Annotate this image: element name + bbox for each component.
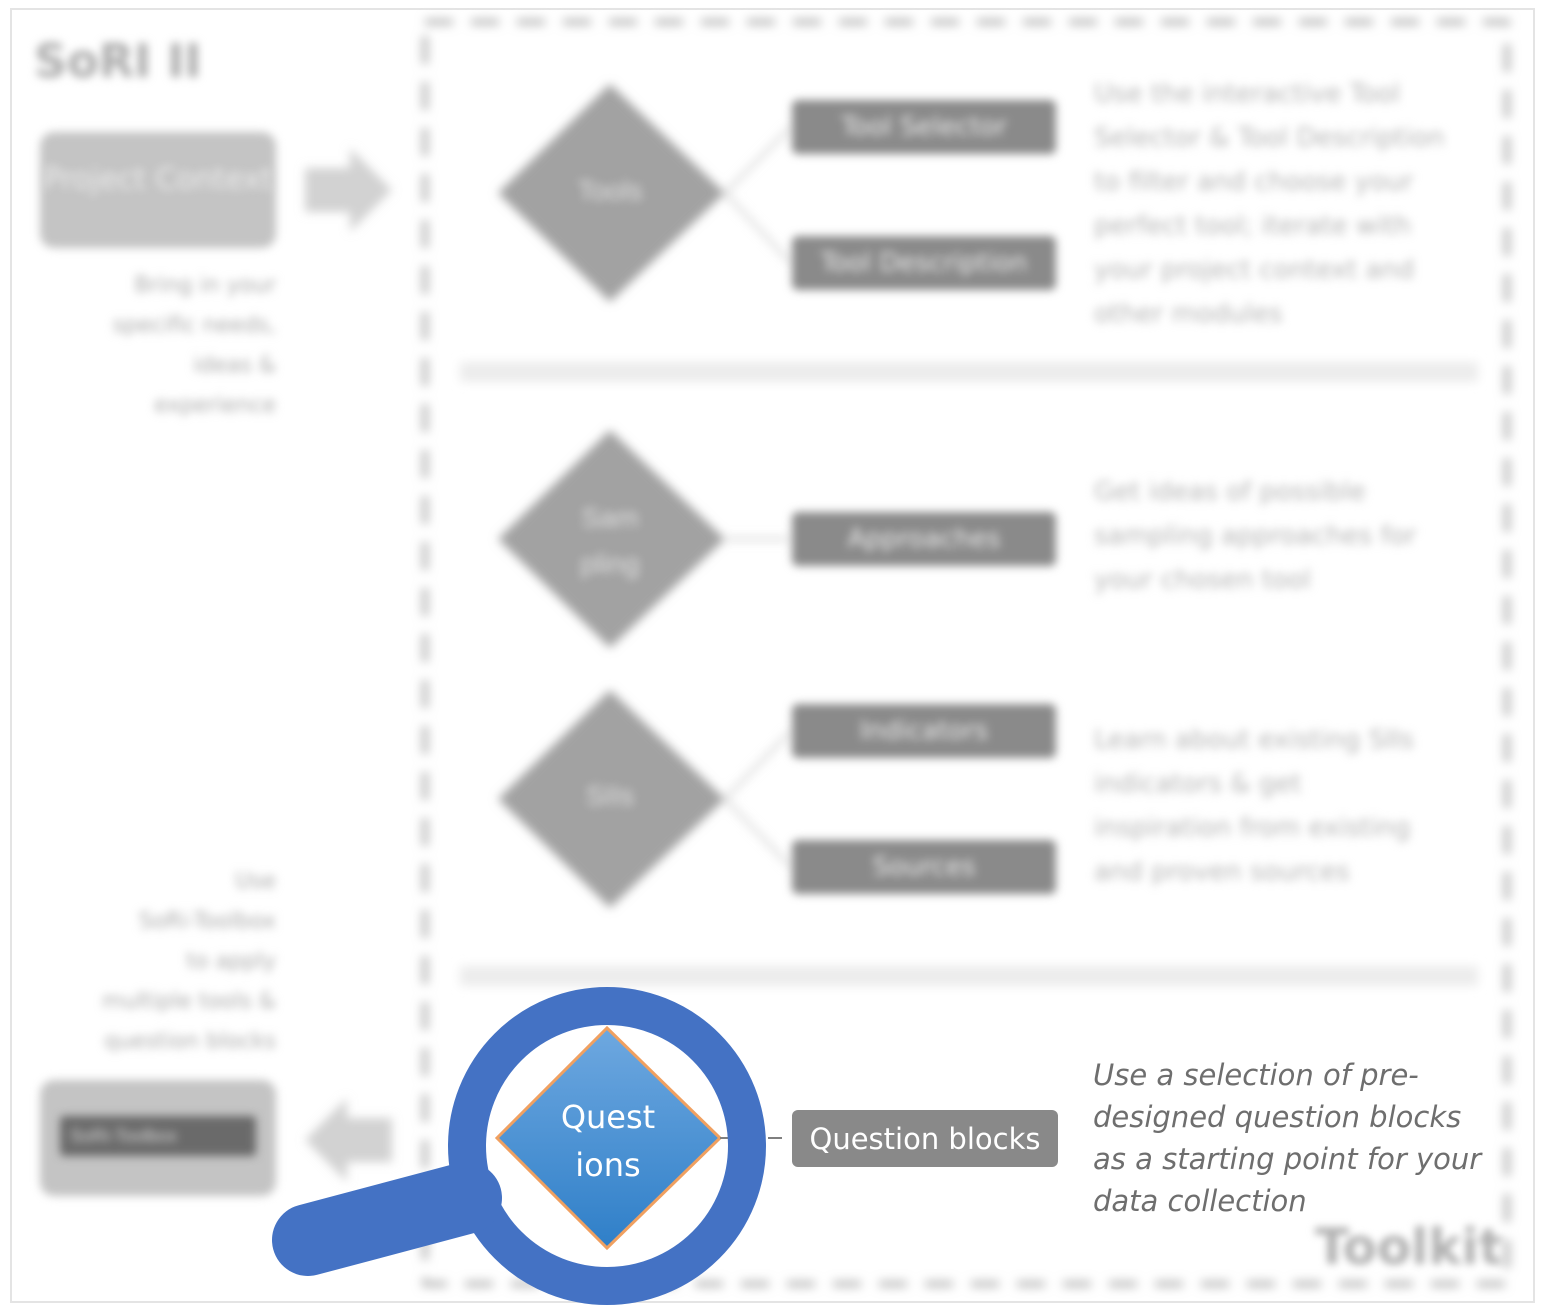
magnifier-lens-icon [448, 987, 766, 1305]
toolkit-watermark: Toolkit [1315, 1218, 1503, 1276]
approaches-button: Approaches [792, 512, 1056, 566]
indicators-button: Indicators [792, 704, 1056, 758]
siis-desc-line: inspiration from existing [1094, 813, 1411, 843]
page-title: SoRI II [34, 34, 202, 88]
question-blocks-description: Use a selection of pre- designed questio… [1093, 1054, 1513, 1222]
tools-diamond-label: Tools [577, 175, 643, 206]
toolbox-desc-line: SoRi-Toolbox [138, 909, 276, 934]
arrow-right-shape [305, 148, 392, 232]
project-context-desc-line: specific needs, [112, 313, 276, 338]
tools-diamond [498, 84, 725, 302]
tools-description: Use the interactive Tool Selector & Tool… [1094, 72, 1494, 336]
sampling-description: Get ideas of possible sampling approache… [1094, 470, 1494, 602]
sampling-desc-line: your chosen tool [1094, 565, 1311, 595]
tools-desc-line: Use the interactive Tool [1094, 79, 1401, 109]
tools-desc-line: perfect tool; iterate with [1094, 211, 1412, 241]
tool-description-button: Tool Description [792, 236, 1056, 290]
sources-button: Sources [792, 840, 1056, 894]
toolbox-button: SoRi-Toolbox [60, 1116, 256, 1156]
toolbox-desc-line: question blocks [104, 1029, 276, 1054]
project-context-description: Bring in your specific needs, ideas & ex… [40, 266, 276, 426]
arrow-left-shape [305, 1098, 392, 1182]
project-context-desc-line: Bring in your [134, 273, 276, 298]
tool-selector-button: Tool Selector [792, 100, 1056, 154]
tools-connector [723, 126, 792, 264]
modules-dashed-border [422, 19, 1510, 1287]
outer-frame [10, 8, 1535, 1303]
siis-desc-line: and proven sources [1094, 857, 1350, 887]
siis-connector [723, 730, 792, 868]
project-context-label: Project Context [43, 162, 273, 197]
question-blocks-button[interactable]: Question blocks [792, 1110, 1058, 1167]
toolbox-description: Use SoRi-Toolbox to apply multiple tools… [40, 862, 276, 1062]
siis-description: Learn about existing SIIs indicators & g… [1094, 718, 1494, 894]
toolbox-desc-line: to apply [186, 949, 276, 974]
tools-desc-line: other modules [1094, 299, 1283, 329]
section-separator-1 [460, 362, 1478, 382]
toolbox-desc-line: Use [234, 869, 276, 894]
question-desc-line: as a starting point for your [1093, 1142, 1482, 1176]
magnifier-handle-icon [272, 1162, 502, 1276]
question-desc-line: data collection [1093, 1184, 1307, 1218]
question-desc-line: designed question blocks [1093, 1100, 1462, 1134]
project-context-box [40, 132, 276, 248]
section-separator-2 [460, 966, 1478, 986]
sampling-diamond [498, 430, 725, 648]
tools-desc-line: your project context and [1094, 255, 1415, 285]
sampling-diamond-label: Sam pling [580, 502, 640, 579]
project-context-desc-line: experience [154, 393, 276, 418]
siis-desc-line: indicators & get [1094, 769, 1302, 799]
questions-diamond-label: Quest ions [528, 1093, 688, 1189]
questions-label-line-2: ions [575, 1146, 641, 1184]
tools-desc-line: to filter and choose your [1094, 167, 1414, 197]
siis-diamond [498, 690, 725, 908]
sampling-desc-line: sampling approaches for [1094, 521, 1417, 551]
toolbox-desc-line: multiple tools & [101, 989, 276, 1014]
question-desc-line: Use a selection of pre- [1093, 1058, 1419, 1092]
project-context-desc-line: ideas & [193, 353, 276, 378]
tools-desc-line: Selector & Tool Description [1094, 123, 1445, 153]
sampling-desc-line: Get ideas of possible [1094, 477, 1366, 507]
questions-diamond [494, 1025, 723, 1251]
siis-desc-line: Learn about existing SIIs [1094, 725, 1414, 755]
questions-label-line-1: Quest [560, 1098, 656, 1136]
siis-diamond-label: SIIs [585, 780, 635, 811]
